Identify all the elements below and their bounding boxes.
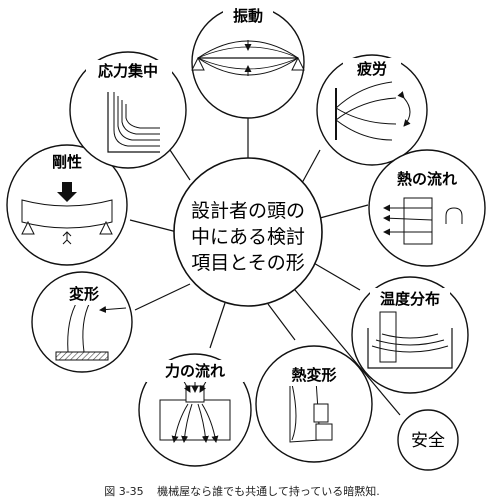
node-rigidity: 剛性 bbox=[6, 144, 128, 266]
support-right-icon bbox=[99, 220, 113, 235]
support-left-icon bbox=[191, 56, 205, 71]
fatigue-beam-up bbox=[335, 81, 393, 109]
node-stress-concentration: 応力集中 bbox=[69, 51, 187, 169]
node-thermal-deformation: 熱変形 bbox=[255, 345, 373, 463]
label-temperature-distribution: 温度分布 bbox=[380, 290, 440, 308]
label-deformation: 変形 bbox=[69, 285, 99, 303]
figure-caption: 図 3-35 機械屋なら誰でも共通して持っている暗黙知. bbox=[0, 483, 494, 499]
figure-caption-text: 機械屋なら誰でも共通して持っている暗黙知. bbox=[157, 485, 380, 498]
node-fatigue: 疲労 bbox=[316, 54, 428, 166]
label-fatigue: 疲労 bbox=[357, 60, 387, 78]
label-stress-concentration: 応力集中 bbox=[98, 62, 158, 80]
label-rigidity: 剛性 bbox=[52, 153, 82, 171]
center-line-3: 項目とその形 bbox=[191, 252, 304, 274]
center-line-2: 中にある検討 bbox=[191, 226, 305, 248]
support-left-icon bbox=[21, 220, 35, 235]
label-heat-flow: 熱の流れ bbox=[397, 170, 457, 188]
node-deformation: 変形 bbox=[31, 271, 133, 373]
center-node: 設計者の頭の 中にある検討 項目とその形 bbox=[173, 157, 323, 307]
node-vibration: 振動 bbox=[191, 4, 305, 119]
cyclic-arrow-icon bbox=[397, 91, 411, 127]
node-force-flow: 力の流れ bbox=[138, 353, 252, 467]
fatigue-beam-down bbox=[335, 107, 397, 125]
node-temperature-distribution: 温度分布 bbox=[351, 276, 469, 394]
label-vibration: 振動 bbox=[233, 7, 263, 25]
label-force-flow: 力の流れ bbox=[165, 362, 225, 380]
node-safety: 安全 bbox=[397, 409, 459, 471]
node-heat-flow: 熱の流れ bbox=[368, 149, 486, 267]
support-right-icon bbox=[291, 56, 305, 71]
label-thermal-deformation: 熱変形 bbox=[291, 366, 336, 384]
figure-number: 図 3-35 bbox=[104, 485, 144, 498]
label-safety: 安全 bbox=[411, 431, 445, 451]
load-arrow-icon bbox=[57, 182, 77, 202]
connector-lines bbox=[129, 118, 401, 416]
center-line-1: 設計者の頭の bbox=[191, 200, 305, 222]
